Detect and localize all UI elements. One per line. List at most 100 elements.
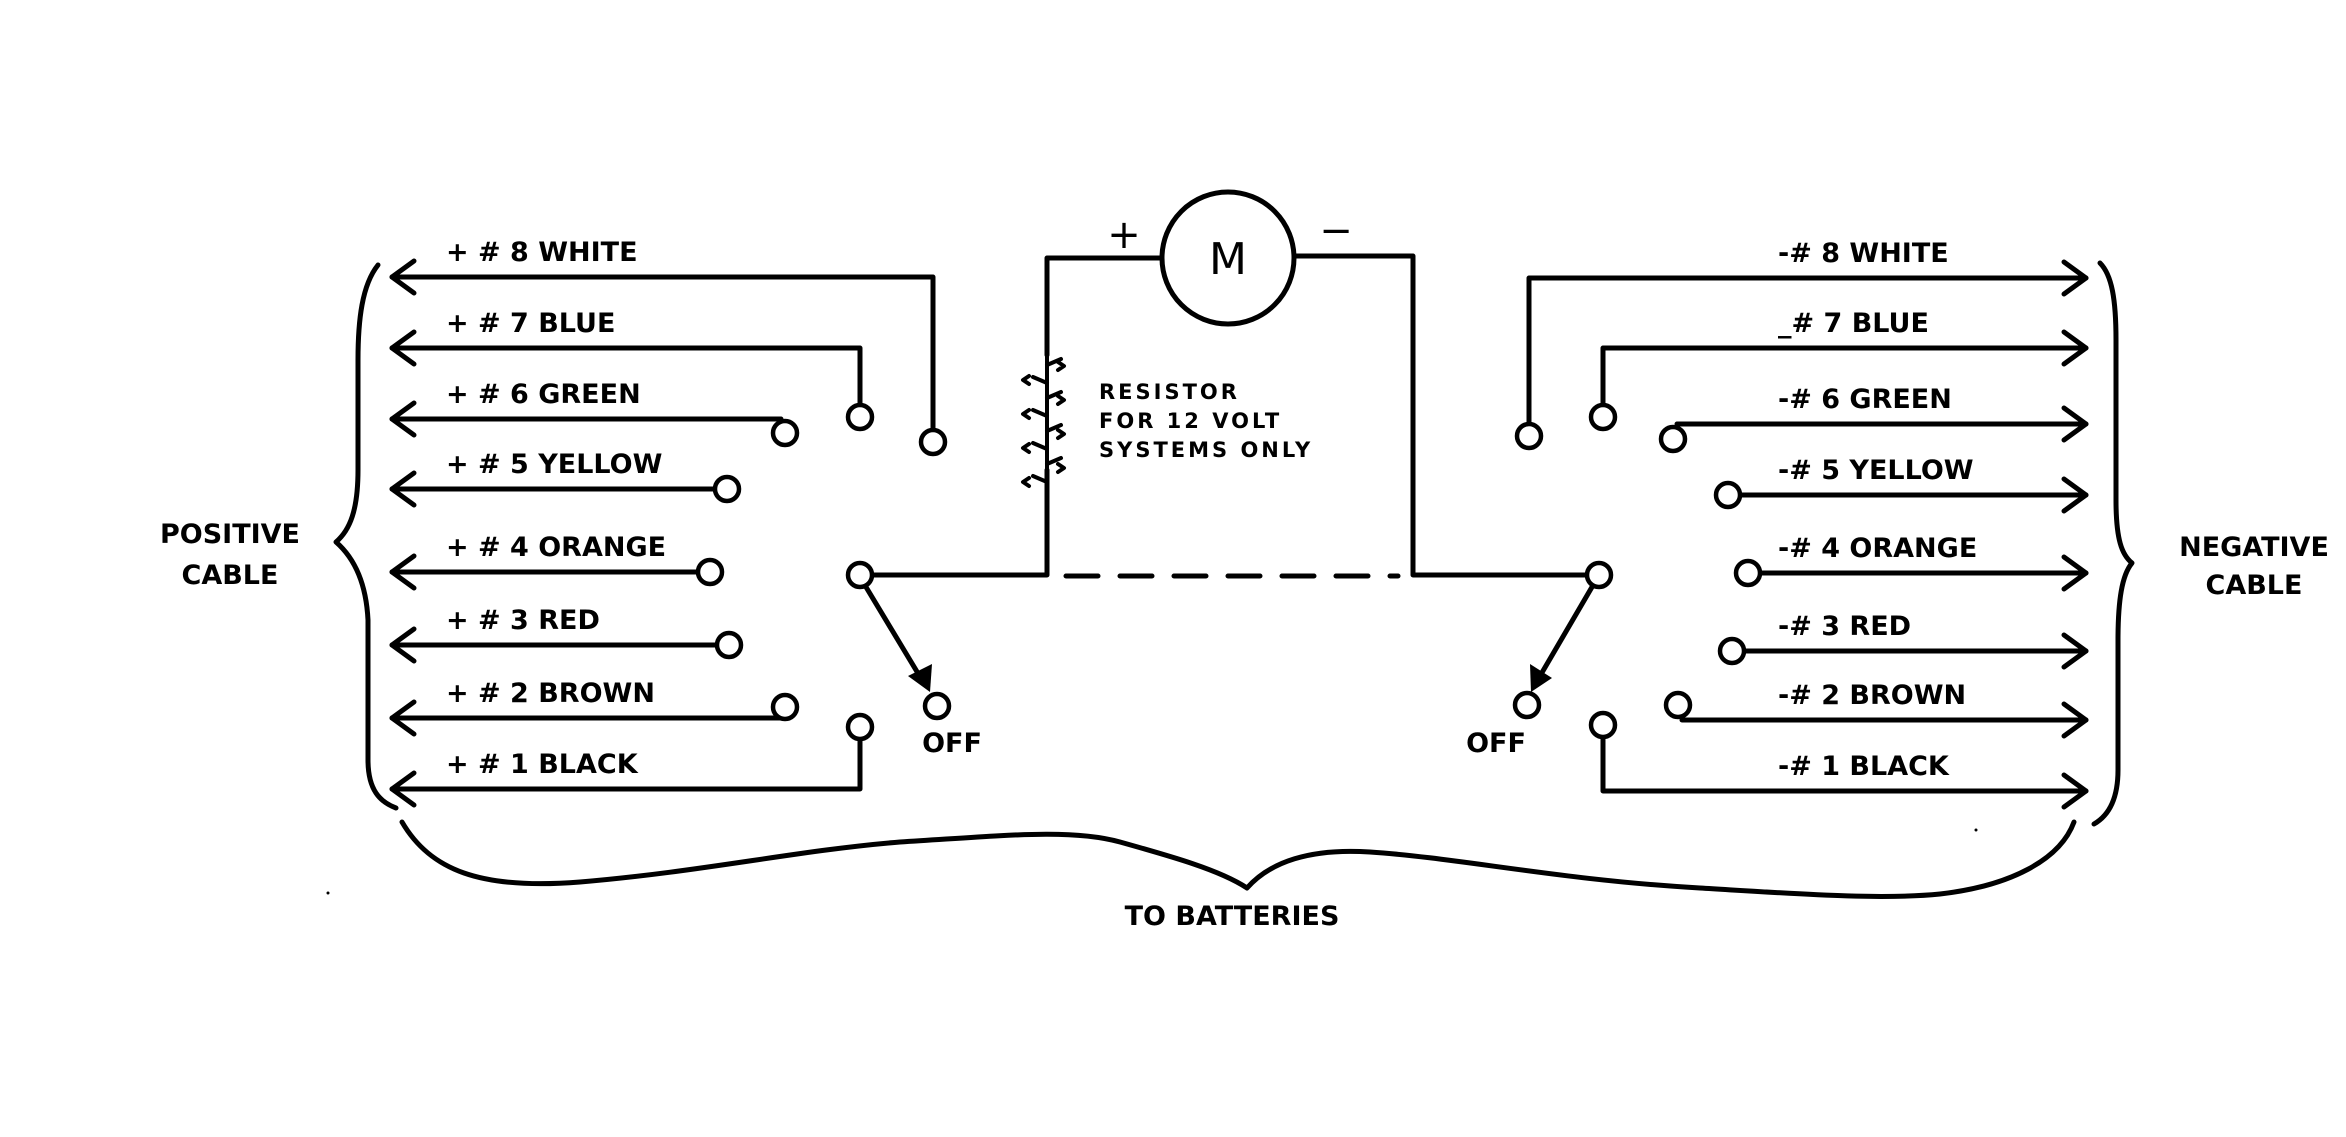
positive-cable-brace [333, 262, 399, 811]
resistor-note: RESISTOR FOR 12 VOLT SYSTEMS ONLY [1099, 380, 1313, 462]
motor-negative-lead [1291, 253, 1589, 578]
wire-line [1526, 275, 2089, 427]
positive-terminal-1[interactable] [845, 712, 875, 742]
positive-wire-4: + # 4 ORANGE [389, 532, 725, 591]
negative-selector-switch[interactable]: OFF [1466, 560, 1614, 759]
negative-common-terminal [1584, 560, 1614, 590]
negative-wire-3: -# 3 RED [1717, 611, 2089, 670]
arrow-left-icon [389, 626, 417, 664]
resistor-note-line-2: FOR 12 VOLT [1099, 409, 1282, 433]
wire-line [389, 736, 863, 792]
wire-label: -# 2 BROWN [1778, 680, 1966, 711]
to-batteries-label: TO BATTERIES [1125, 901, 1340, 932]
positive-wire-3: + # 3 RED [389, 605, 744, 664]
negative-wire-5: -# 5 YELLOW [1713, 455, 2089, 514]
positive-terminal-5[interactable] [712, 474, 742, 504]
positive-cable-label-1: POSITIVE [160, 519, 300, 550]
arrow-right-icon [2061, 329, 2089, 367]
wire-line [389, 274, 936, 433]
scan-speck [1974, 828, 1978, 832]
arrow-right-icon [2061, 259, 2089, 297]
positive-wire-8: + # 8 WHITE [389, 237, 948, 457]
negative-terminal-3[interactable] [1717, 636, 1747, 666]
negative-off-terminal[interactable] [1512, 690, 1542, 720]
wire-label: -# 5 YELLOW [1778, 455, 1974, 486]
positive-terminal-8[interactable] [918, 427, 948, 457]
negative-terminal-2[interactable] [1663, 690, 1693, 720]
negative-switch-arrow-icon [1530, 664, 1552, 692]
arrow-right-icon [2061, 476, 2089, 514]
positive-wire-7: + # 7 BLUE [389, 308, 875, 432]
negative-cable-label-2: CABLE [2206, 570, 2303, 601]
wire-line [1600, 734, 2089, 794]
motor-plus-sign: + [1107, 212, 1141, 258]
wire-label: + # 2 BROWN [446, 678, 655, 709]
motor: M + − [869, 189, 1589, 579]
wire-label: + # 1 BLACK [446, 749, 639, 780]
resistor-note-line-3: SYSTEMS ONLY [1099, 438, 1313, 462]
negative-switch-arm[interactable] [1537, 584, 1595, 679]
motor-positive-lead [1044, 255, 1165, 358]
negative-terminal-6[interactable] [1658, 424, 1688, 454]
arrow-right-icon [2061, 701, 2089, 739]
arrow-left-icon [389, 699, 417, 737]
positive-off-label: OFF [922, 728, 982, 759]
wire-label: -# 4 ORANGE [1778, 533, 1977, 564]
arrow-left-icon [389, 329, 417, 367]
positive-common-terminal [845, 560, 875, 590]
negative-wire-8: -# 8 WHITE [1514, 238, 2089, 451]
wire-label: -# 8 WHITE [1778, 238, 1949, 269]
negative-off-label: OFF [1466, 728, 1526, 759]
positive-cable-group: + # 8 WHITE+ # 7 BLUE + # 6 GREEN + # 5 YE… [389, 237, 948, 808]
negative-terminal-5[interactable] [1713, 480, 1743, 510]
arrow-left-icon [389, 770, 417, 808]
wire-label: + # 4 ORANGE [446, 532, 666, 563]
positive-terminal-6[interactable] [770, 418, 800, 448]
negative-terminal-4[interactable] [1733, 558, 1763, 588]
positive-switch-arrow-icon [908, 664, 932, 692]
wire-line [389, 345, 863, 408]
arrow-left-icon [389, 553, 417, 591]
negative-cable-label-1: NEGATIVE [2179, 532, 2329, 563]
positive-cable-label-2: CABLE [182, 560, 279, 591]
positive-wire-2: + # 2 BROWN [389, 678, 800, 737]
positive-wire-5: + # 5 YELLOW [389, 449, 742, 508]
resistor-chevrons [1021, 360, 1066, 488]
arrow-right-icon [2061, 632, 2089, 670]
wire-label: -# 6 GREEN [1778, 384, 1952, 415]
negative-terminal-1[interactable] [1588, 710, 1618, 740]
resistor-note-line-1: RESISTOR [1099, 380, 1240, 404]
arrow-right-icon [2061, 405, 2089, 443]
arrow-left-icon [389, 400, 417, 438]
arrow-left-icon [389, 470, 417, 508]
positive-terminal-4[interactable] [695, 557, 725, 587]
positive-terminal-7[interactable] [845, 402, 875, 432]
negative-terminal-7[interactable] [1588, 402, 1618, 432]
positive-off-terminal[interactable] [922, 691, 952, 721]
negative-terminal-8[interactable] [1514, 421, 1544, 451]
wire-label: + # 5 YELLOW [446, 449, 662, 480]
positive-selector-switch[interactable]: OFF [845, 560, 982, 759]
wire-label: -# 1 BLACK [1778, 751, 1950, 782]
wire-label: + # 7 BLUE [446, 308, 615, 339]
negative-cable-brace [2091, 260, 2135, 827]
wire-line [1600, 345, 2089, 408]
wire-label: + # 3 RED [446, 605, 600, 636]
positive-switch-arm[interactable] [863, 584, 925, 683]
negative-wire-2: -# 2 BROWN [1663, 680, 2089, 739]
negative-wire-4: -# 4 ORANGE [1733, 533, 2089, 592]
motor-minus-sign: − [1319, 208, 1353, 254]
scan-speck [326, 891, 330, 895]
positive-common-lead [869, 467, 1050, 578]
negative-wire-6: -# 6 GREEN [1658, 384, 2089, 454]
arrow-right-icon [2061, 554, 2089, 592]
positive-terminal-2[interactable] [770, 692, 800, 722]
positive-terminal-3[interactable] [714, 630, 744, 660]
motor-label: M [1209, 234, 1247, 285]
wire-label: + # 6 GREEN [446, 379, 641, 410]
negative-cable-group: -# 8 WHITE_# 7 BLUE-# 6 GREEN-# 5 YELLOW… [1514, 238, 2089, 810]
positive-wire-6: + # 6 GREEN [389, 379, 800, 448]
wire-label: -# 3 RED [1778, 611, 1911, 642]
arrow-right-icon [2061, 772, 2089, 810]
